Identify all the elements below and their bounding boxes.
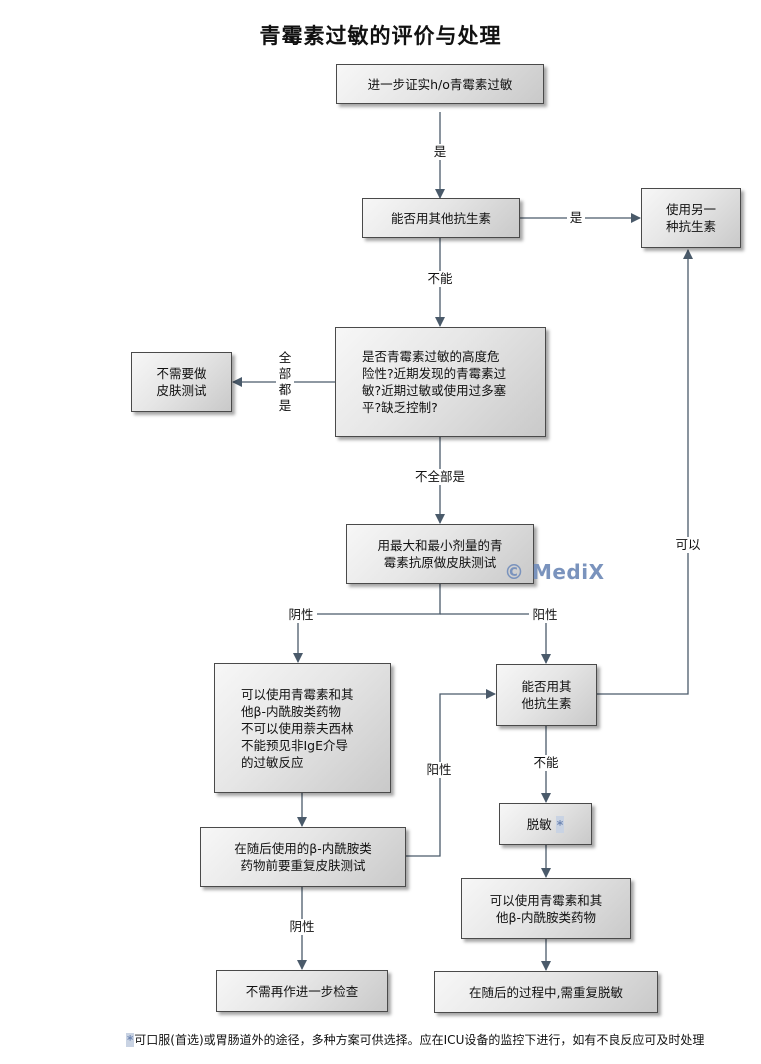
label-can: 可以	[672, 537, 704, 553]
node-can-use-penicillin-2: 可以使用青霉素和其 他β-内酰胺类药物	[461, 878, 631, 939]
node-use-other-antibiotic: 使用另一 种抗生素	[641, 188, 741, 248]
footnote: *可口服(首选)或胃肠道外的途径，多种方案可供选择。应在ICU设备的监控下进行，…	[126, 1031, 704, 1048]
node-desensitize: 脱敏*	[499, 803, 592, 845]
arrow-abx-2-to-use-other	[597, 249, 693, 695]
node-other-antibiotic: 能否用其他抗生素	[362, 198, 520, 238]
node-repeat-skin-test: 在随后使用的β-内酰胺类 药物前要重复皮肤测试	[200, 827, 406, 887]
branch-skin-test	[298, 584, 441, 615]
node-repeat-desensitize: 在随后的过程中,需重复脱敏	[434, 971, 658, 1013]
label-yes-confirm: 是	[431, 144, 449, 160]
footnote-star: *	[126, 1033, 135, 1047]
label-not-all-yes: 不全部是	[410, 469, 470, 485]
label-negative-2: 阴性	[286, 919, 318, 935]
label-cannot-1: 不能	[424, 271, 456, 287]
node-other-antibiotic-2: 能否用其 他抗生素	[496, 664, 597, 726]
node-can-use-penicillin: 可以使用青霉素和其 他β-内酰胺类药物 不可以使用萘夫西林 不能预见非IgE介导…	[214, 663, 391, 793]
label-positive-2: 阳性	[423, 762, 455, 778]
node-high-risk: 是否青霉素过敏的高度危 险性?近期发现的青霉素过 敏?近期过敏或使用过多塞 平?…	[335, 327, 546, 437]
footnote-marker: *	[555, 815, 565, 833]
label-cannot-2: 不能	[530, 755, 562, 771]
node-skin-test: 用最大和最小剂量的青 霉素抗原做皮肤测试	[346, 524, 534, 584]
footnote-text: 可口服(首选)或胃肠道外的途径，多种方案可供选择。应在ICU设备的监控下进行，如…	[134, 1033, 705, 1047]
label-yes-other: 是	[567, 210, 585, 226]
label-positive: 阳性	[529, 607, 561, 623]
node-confirm-allergy: 进一步证实h/o青霉素过敏	[336, 64, 544, 104]
page-title: 青霉素过敏的评价与处理	[259, 24, 502, 48]
node-no-skin-test: 不需要做 皮肤测试	[131, 352, 232, 412]
node-no-further-exam: 不需再作进一步检查	[216, 970, 388, 1012]
watermark: © MediX	[504, 560, 605, 584]
label-all-yes: 全 部 都 是	[276, 350, 294, 414]
label-negative-1: 阴性	[285, 607, 317, 623]
